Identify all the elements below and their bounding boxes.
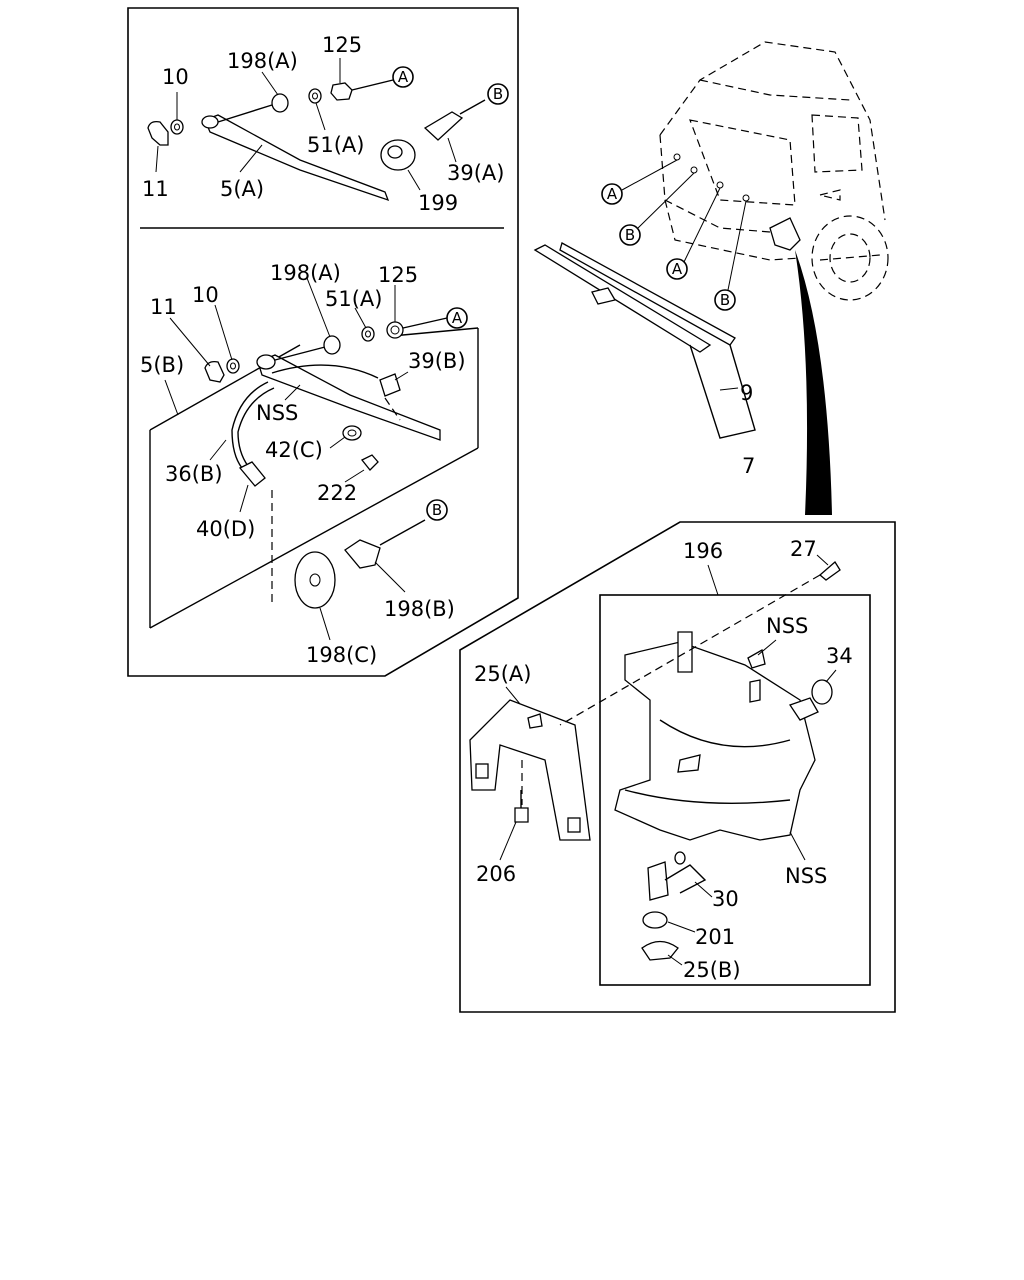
label-mid-198b: 198(B) [384, 597, 455, 621]
left-panel [127, 7, 519, 677]
truck-cab-illustration [621, 41, 889, 515]
label-mid-40d: 40(D) [196, 517, 255, 541]
label-198a: 198(A) [227, 49, 298, 73]
label-mid-42c: 42(C) [265, 438, 323, 462]
label-tank-30: 30 [712, 887, 739, 911]
label-mid-36b: 36(B) [165, 462, 223, 486]
label-11: 11 [142, 177, 169, 201]
label-5a: 5(A) [220, 177, 264, 201]
svg-text:B: B [625, 226, 635, 244]
label-mid-222: 222 [317, 481, 357, 505]
marker-b: B [619, 224, 641, 246]
label-mid-198a: 198(A) [270, 261, 341, 285]
label-mid-10: 10 [192, 283, 219, 307]
svg-text:A: A [672, 260, 683, 278]
label-mid-51a: 51(A) [325, 287, 382, 311]
label-blade-9: 9 [740, 381, 753, 405]
label-mid-11: 11 [150, 295, 177, 319]
svg-text:A: A [452, 309, 463, 327]
label-125: 125 [322, 33, 362, 57]
label-51a: 51(A) [307, 133, 364, 157]
label-tank-34: 34 [826, 644, 853, 668]
label-tank-206: 206 [476, 862, 516, 886]
marker-b: B [426, 499, 448, 521]
label-blade-7: 7 [742, 454, 755, 478]
svg-text:A: A [398, 68, 409, 86]
label-mid-125: 125 [378, 263, 418, 287]
marker-b: B [714, 289, 736, 311]
svg-text:B: B [720, 291, 730, 309]
label-mid-39b: 39(B) [408, 349, 466, 373]
label-mid-198c: 198(C) [306, 643, 377, 667]
wiper-blade [533, 242, 756, 439]
marker-a: A [392, 66, 414, 88]
wiper-arm-a-assembly [147, 58, 486, 202]
label-39a: 39(A) [447, 161, 504, 185]
washer-tank-panel [459, 521, 896, 1013]
label-tank-196: 196 [683, 539, 723, 563]
label-tank-nss-side: NSS [785, 864, 827, 888]
marker-a: A [601, 183, 623, 205]
label-tank-27: 27 [790, 537, 817, 561]
label-tank-25a: 25(A) [474, 662, 531, 686]
label-mid-5b: 5(B) [140, 353, 184, 377]
svg-text:B: B [493, 85, 503, 103]
svg-text:B: B [432, 501, 442, 519]
label-199: 199 [418, 191, 458, 215]
wiper-arm-b-assembly [149, 277, 479, 641]
label-tank-201: 201 [695, 925, 735, 949]
marker-a: A [446, 307, 468, 329]
label-tank-nss-top: NSS [766, 614, 808, 638]
label-tank-25b: 25(B) [683, 958, 741, 982]
svg-text:A: A [607, 185, 618, 203]
marker-a: A [666, 258, 688, 280]
marker-b: B [487, 83, 509, 105]
label-mid-nss: NSS [256, 401, 298, 425]
label-10: 10 [162, 65, 189, 89]
